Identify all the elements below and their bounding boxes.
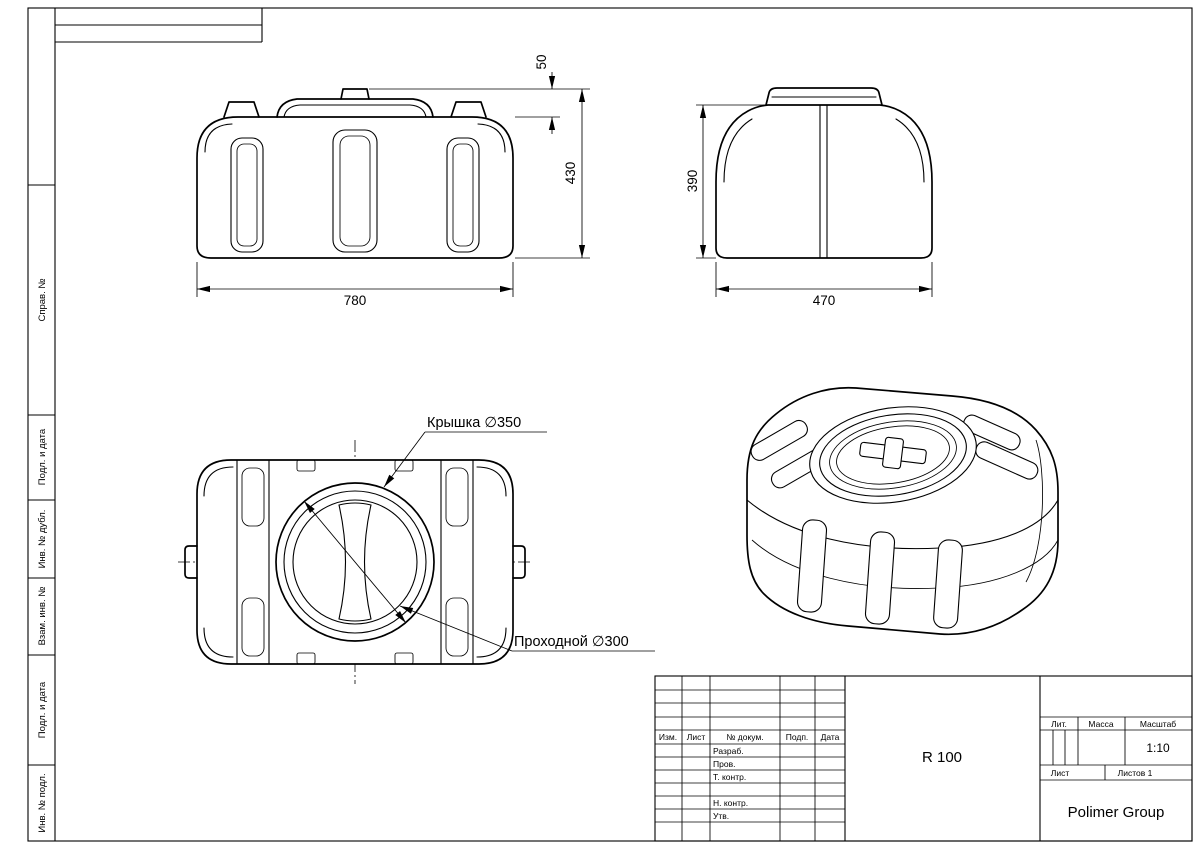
sheet-frame [27, 7, 1193, 842]
front-vent-left [223, 101, 260, 118]
tb-col-podp: Подп. [786, 732, 809, 742]
tb-col-izm: Изм. [659, 732, 677, 742]
outer-border [27, 7, 1193, 842]
dim-390: 390 [685, 104, 766, 259]
top-view: Крышка ∅350 Проходной ∅300 [178, 415, 655, 684]
tb-col-data: Дата [821, 732, 840, 742]
tb-scale-label: Масштаб [1140, 719, 1176, 729]
dim-430-label: 430 [563, 162, 578, 185]
margin-label-inv-no-podl: Инв. № подл. [37, 773, 48, 832]
iso-front-rib-3 [933, 539, 963, 629]
tb-mass-label: Масса [1088, 719, 1113, 729]
tb-lit-label: Лит. [1051, 719, 1067, 729]
tb-sheets-label: Листов 1 [1118, 768, 1153, 778]
title-block-border [654, 675, 1193, 842]
tb-designation: R 100 [922, 749, 962, 766]
side-view: 390 470 [685, 87, 933, 308]
callout-lid: Крышка ∅350 [383, 415, 547, 488]
tb-company: Polimer Group [1068, 804, 1165, 821]
front-rib-left [230, 137, 264, 253]
callout-passage: Проходной ∅300 [399, 605, 655, 652]
tb-role-razrab: Разраб. [713, 746, 744, 756]
top-manhole-opening [292, 499, 418, 625]
isometric-view [746, 386, 1059, 636]
tb-role-tkontr: Т. контр. [713, 772, 746, 782]
dim-50-label: 50 [534, 54, 549, 69]
dim-470: 470 [715, 262, 933, 308]
top-manhole-flange [275, 482, 435, 642]
margin-label-vzam-inv-no: Взам. инв. № [37, 587, 48, 646]
iso-front-rib-1 [796, 519, 828, 613]
dim-780-label: 780 [344, 293, 367, 308]
front-lid [276, 98, 434, 118]
callout-lid-label: Крышка ∅350 [427, 415, 521, 431]
front-rib-right [446, 137, 480, 253]
margin-label-sprav-no: Справ. № [37, 278, 48, 321]
iso-top-bar-3 [962, 414, 1021, 451]
tb-scale-value: 1:10 [1146, 741, 1170, 755]
dim-390-label: 390 [685, 170, 700, 193]
iso-top-bar-1 [750, 419, 808, 461]
front-lid-handle [340, 88, 370, 100]
top-tab-left [184, 545, 198, 579]
margin-label-podl-i-data-2: Подл. и дата [37, 681, 48, 738]
dim-50: 50 [369, 54, 590, 134]
margin-label-podl-i-data-1: Подл. и дата [37, 428, 48, 485]
top-manhole-lid [283, 490, 427, 634]
margin-column: Справ. № Подл. и дата Инв. № дубл. Взам.… [28, 184, 55, 833]
dim-470-label: 470 [813, 293, 836, 308]
margin-label-inv-no-dubl: Инв. № дубл. [37, 510, 48, 569]
dim-430: 430 [515, 89, 590, 259]
callout-passage-label: Проходной ∅300 [514, 634, 629, 650]
side-body-outline [715, 104, 933, 259]
front-rib-center [332, 129, 378, 253]
top-left-stamp [55, 8, 263, 43]
title-block: Изм. Лист № докум. Подп. Дата Разраб. Пр… [654, 675, 1193, 842]
side-lid [765, 87, 883, 106]
front-body-outline [196, 116, 514, 259]
tb-role-prov: Пров. [713, 759, 735, 769]
front-view: 50 430 780 [196, 54, 590, 308]
tb-col-dokum: № докум. [726, 732, 763, 742]
tb-col-list: Лист [687, 732, 706, 742]
dia-350-line [303, 500, 407, 624]
iso-front-rib-2 [864, 531, 896, 625]
top-tab-right [512, 545, 526, 579]
tb-sheet-label: Лист [1051, 768, 1070, 778]
front-vent-right [450, 101, 487, 118]
tb-role-nkontr: Н. контр. [713, 798, 748, 808]
dim-780: 780 [196, 262, 514, 308]
tb-role-utv: Утв. [713, 811, 729, 821]
